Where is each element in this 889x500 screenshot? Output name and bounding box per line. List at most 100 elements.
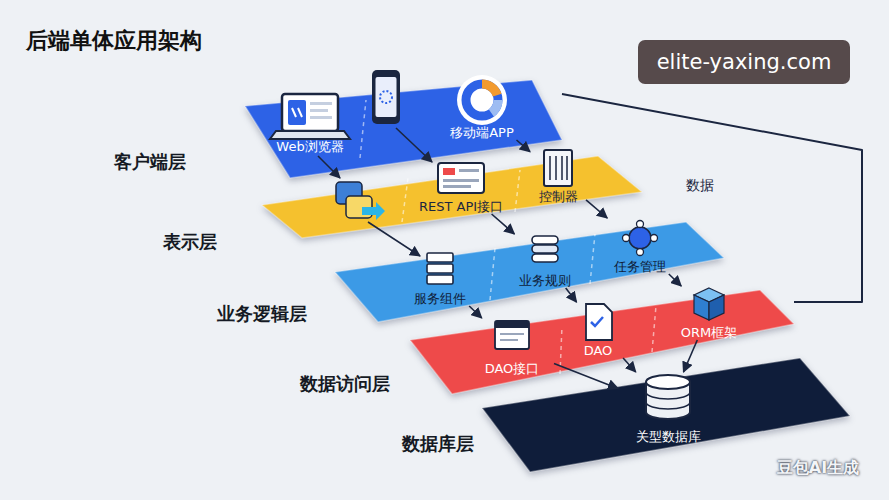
flow-arrow — [623, 358, 636, 372]
laptop-logo — [292, 108, 302, 117]
component-box: 控制器 — [530, 148, 586, 204]
component-label: 控制器 — [539, 189, 578, 204]
band-parallelogram — [245, 80, 562, 178]
api-icon-line — [443, 185, 471, 188]
data-line — [562, 94, 862, 302]
band-parallelogram — [262, 156, 642, 238]
component-box: 服务组件 — [400, 250, 480, 306]
band-shape — [482, 358, 850, 472]
laptop-icon — [282, 94, 338, 131]
dashed-separator — [402, 178, 408, 222]
laptop-screen — [288, 100, 306, 125]
component-label: 移动端APP — [450, 125, 514, 140]
api-icon — [438, 163, 484, 193]
component-box: 业务规则 — [505, 234, 585, 288]
task-icon — [629, 227, 651, 249]
rules-icon — [532, 236, 558, 244]
component-box: Web浏览器 — [268, 92, 352, 154]
service-icon — [427, 264, 453, 273]
service-icon — [427, 253, 453, 262]
component-box: DAO接口 — [470, 318, 554, 376]
layer-heading: 数据库层 — [402, 433, 474, 455]
dashed-separator — [590, 234, 595, 284]
flow-arrow — [517, 140, 531, 152]
donut-backdrop — [457, 75, 507, 125]
flow-arrow — [684, 340, 698, 372]
flow-arrow — [586, 200, 607, 218]
controller-icon — [544, 150, 572, 186]
laptop-line — [310, 116, 332, 119]
component-label: 业务规则 — [519, 273, 571, 288]
component-box: DAO — [568, 302, 628, 358]
component-label: Web浏览器 — [276, 139, 343, 154]
component-box: REST API接口 — [415, 160, 507, 214]
layer-band: 数据库层关型数据库 — [482, 358, 850, 472]
component-label: 服务组件 — [414, 291, 466, 306]
laptop-base — [270, 131, 350, 139]
component-box: 任务管理 — [600, 218, 680, 274]
component-label: REST API接口 — [419, 199, 503, 214]
orm-cube — [709, 295, 724, 320]
component-label: DAO接口 — [485, 361, 540, 376]
task-node — [637, 249, 644, 256]
dashed-separator — [490, 248, 495, 300]
layer-band: 表示层REST API接口控制器 — [262, 156, 642, 238]
band-shape — [262, 156, 642, 238]
flow-arrow — [669, 274, 681, 286]
flow-arrow — [318, 156, 340, 178]
task-node — [637, 221, 644, 228]
dao-icon — [586, 304, 612, 340]
component-label: DAO — [584, 343, 613, 358]
layer-heading: 表示层 — [163, 231, 217, 253]
component-box: 移动端APP — [440, 80, 524, 140]
dashed-separator — [652, 306, 656, 352]
donut-segment — [466, 84, 498, 116]
flow-arrow — [368, 222, 420, 256]
band-parallelogram — [482, 358, 850, 472]
task-links — [628, 226, 652, 250]
database-bands — [646, 392, 690, 409]
flow-arrow — [469, 306, 482, 318]
rules-icon — [532, 245, 558, 253]
layer-band: 客户端层Web浏览器移动端APP — [245, 80, 562, 178]
flow-arrow — [396, 128, 432, 162]
layer-heading: 客户端层 — [114, 151, 186, 173]
service-icon — [427, 275, 453, 284]
phone-screen — [376, 77, 397, 117]
adapter-arrow — [362, 202, 385, 220]
adapter-icon — [336, 182, 362, 204]
flow-arrow — [554, 363, 618, 388]
component-label: 关型数据库 — [636, 429, 701, 444]
component-label: ORM框架 — [681, 325, 737, 340]
orm-cube — [694, 295, 709, 320]
task-node — [651, 235, 658, 242]
dao-check — [591, 317, 603, 326]
api-icon-line — [459, 169, 479, 172]
database-top — [646, 375, 690, 389]
laptop-line — [310, 109, 328, 112]
api-icon-line — [443, 179, 479, 182]
component-box: ORM框架 — [665, 286, 753, 340]
layer-heading: 数据访问层 — [300, 373, 390, 395]
donut-ring — [466, 84, 498, 116]
edge-label: 数据 — [686, 177, 714, 195]
watermark-text: elite-yaxing.com — [657, 50, 832, 74]
dashed-separator — [515, 170, 520, 212]
adapter-icon — [346, 196, 372, 218]
laptop-line — [310, 102, 332, 105]
phone-spinner — [380, 91, 392, 103]
phone-icon — [372, 70, 400, 124]
diagram-title: 后端单体应用架构 — [26, 26, 202, 56]
dashed-separator — [360, 100, 366, 158]
api-icon-tag — [443, 168, 455, 175]
flow-arrow — [492, 214, 515, 234]
rules-icon — [532, 254, 558, 262]
dao-interface-icon — [495, 321, 529, 349]
controller-grille — [550, 156, 567, 180]
orm-cube — [694, 288, 724, 302]
watermark-box — [638, 40, 850, 84]
donut-segment — [466, 84, 498, 116]
component-box: 关型数据库 — [618, 372, 718, 444]
